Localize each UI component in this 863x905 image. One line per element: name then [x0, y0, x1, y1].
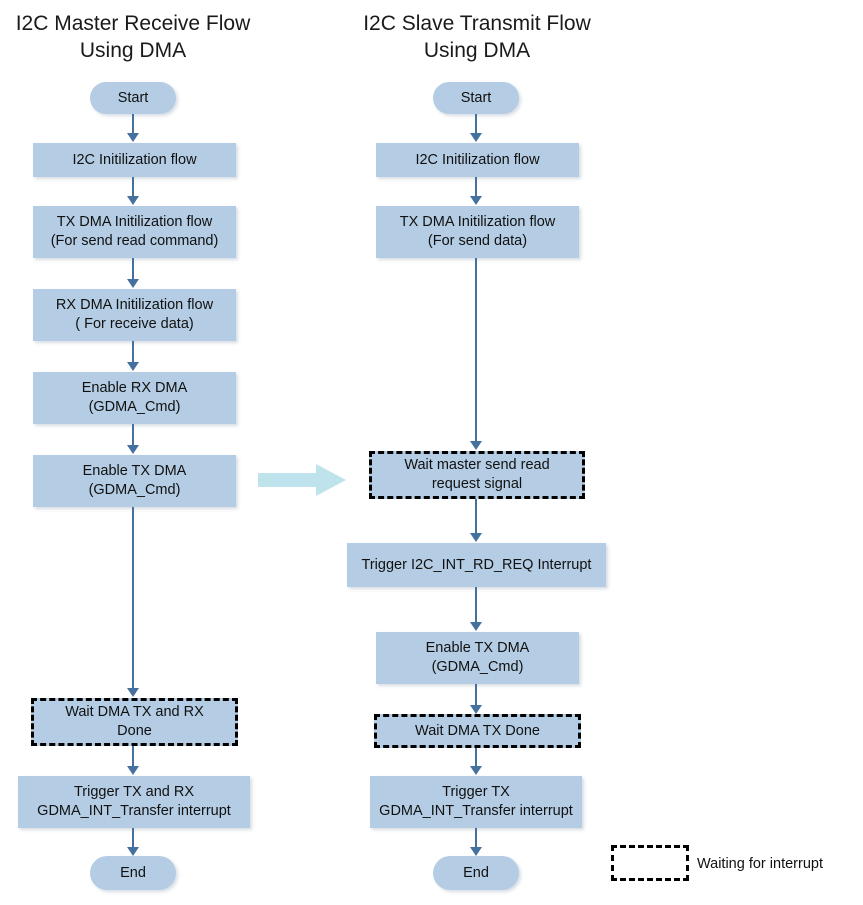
node-master-wait-dma-done[interactable]: Wait DMA TX and RX Done	[31, 698, 238, 746]
arrowhead-master-4	[127, 362, 139, 371]
connector-slave-7	[475, 748, 477, 769]
connector-slave-1	[475, 114, 477, 135]
arrowhead-slave-2	[470, 196, 482, 205]
node-slave-end[interactable]: End	[433, 856, 519, 890]
connector-master-2	[132, 177, 134, 199]
node-master-tx-dma-init[interactable]: TX DMA Initilization flow (For send read…	[33, 206, 236, 258]
node-slave-i2c-init[interactable]: I2C Initilization flow	[376, 143, 579, 177]
arrowhead-master-1	[127, 133, 139, 142]
node-master-start[interactable]: Start	[90, 82, 176, 114]
node-master-i2c-init[interactable]: I2C Initilization flow	[33, 143, 236, 177]
flow-title-master: I2C Master Receive Flow Using DMA	[15, 12, 251, 62]
arrowhead-slave-5	[470, 622, 482, 631]
connector-slave-6	[475, 684, 477, 707]
node-slave-wait-dma-tx-done[interactable]: Wait DMA TX Done	[374, 714, 581, 748]
arrowhead-master-8	[127, 847, 139, 856]
connector-master-7	[132, 746, 134, 768]
node-master-enable-rx-dma[interactable]: Enable RX DMA (GDMA_Cmd)	[33, 372, 236, 424]
arrowhead-slave-6	[470, 705, 482, 714]
connector-slave-3	[475, 258, 477, 443]
arrowhead-master-7	[127, 766, 139, 775]
connector-slave-4	[475, 499, 477, 535]
node-slave-start[interactable]: Start	[433, 82, 519, 114]
flow-title-slave: I2C Slave Transmit Flow Using DMA	[363, 12, 591, 62]
node-slave-wait-read-request[interactable]: Wait master send read request signal	[369, 451, 585, 499]
legend-dashed-swatch	[611, 845, 689, 881]
arrowhead-master-5	[127, 445, 139, 454]
connector-slave-8	[475, 828, 477, 849]
node-slave-tx-dma-init[interactable]: TX DMA Initilization flow (For send data…	[376, 206, 579, 258]
connector-master-1	[132, 114, 134, 135]
node-master-rx-dma-init[interactable]: RX DMA Initilization flow ( For receive …	[33, 289, 236, 341]
node-master-enable-tx-dma[interactable]: Enable TX DMA (GDMA_Cmd)	[33, 455, 236, 507]
arrowhead-slave-4	[470, 533, 482, 542]
connector-master-4	[132, 341, 134, 364]
node-slave-trigger-interrupt[interactable]: Trigger TX GDMA_INT_Transfer interrupt	[370, 776, 582, 828]
node-slave-enable-tx-dma[interactable]: Enable TX DMA (GDMA_Cmd)	[376, 632, 579, 684]
arrowhead-slave-8	[470, 847, 482, 856]
cross-flow-arrow-icon	[258, 464, 346, 496]
connector-slave-2	[475, 177, 477, 199]
arrowhead-slave-3	[470, 441, 482, 450]
arrowhead-master-6	[127, 688, 139, 697]
node-master-trigger-interrupt[interactable]: Trigger TX and RX GDMA_INT_Transfer inte…	[18, 776, 250, 828]
connector-master-8	[132, 828, 134, 849]
node-slave-trigger-rd-req[interactable]: Trigger I2C_INT_RD_REQ Interrupt	[347, 543, 606, 587]
arrowhead-master-3	[127, 279, 139, 288]
node-master-end[interactable]: End	[90, 856, 176, 890]
arrowhead-master-2	[127, 196, 139, 205]
connector-slave-5	[475, 587, 477, 624]
arrowhead-slave-1	[470, 133, 482, 142]
connector-master-6	[132, 507, 134, 690]
legend-label: Waiting for interrupt	[697, 856, 823, 872]
connector-master-5	[132, 424, 134, 447]
arrowhead-slave-7	[470, 766, 482, 775]
connector-master-3	[132, 258, 134, 281]
